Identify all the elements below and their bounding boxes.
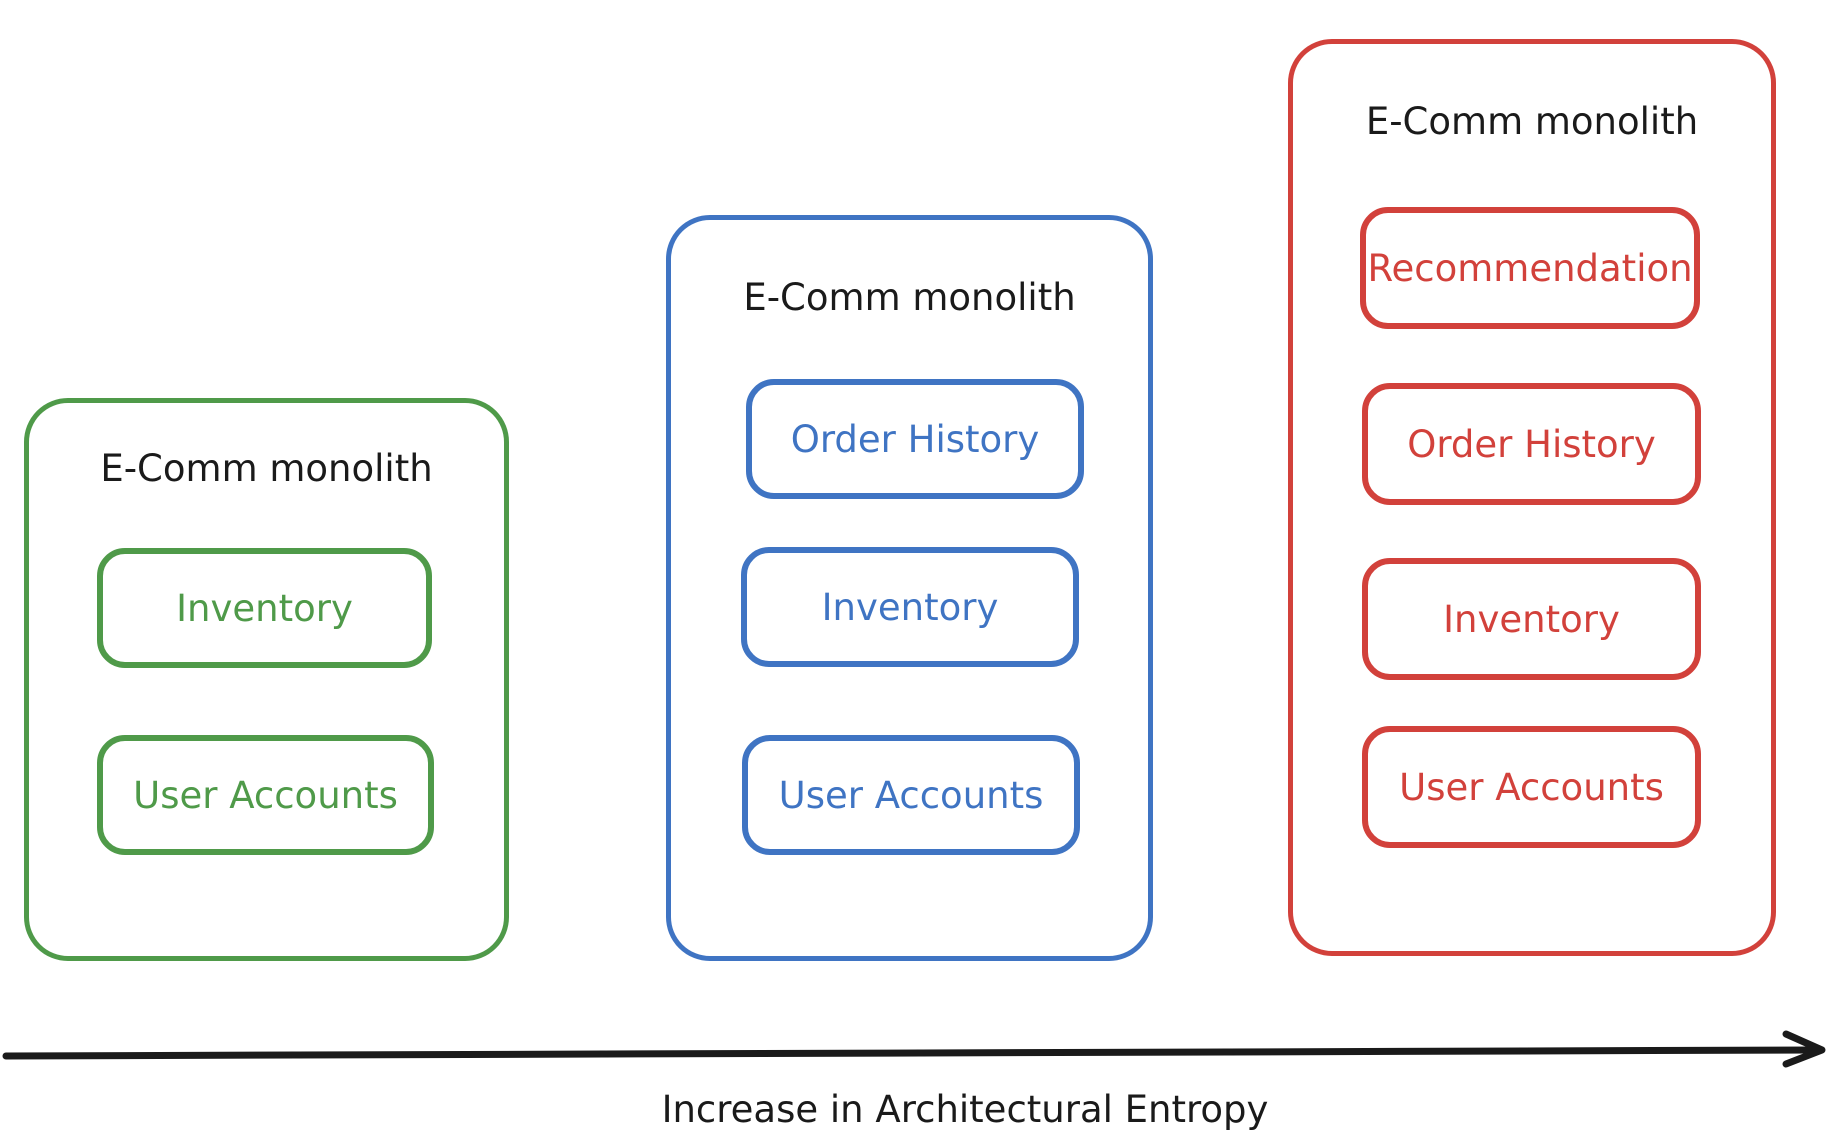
axis-line (2, 1046, 1824, 1060)
monolith-title: E-Comm monolith (743, 276, 1076, 319)
module-user-accounts: User Accounts (97, 735, 434, 855)
module-inventory: Inventory (741, 547, 1079, 667)
module-inventory: Inventory (97, 548, 432, 668)
monolith-box-stage-1: E-Comm monolith Inventory User Accounts (24, 398, 509, 961)
module-recommendation: Recommendation (1360, 207, 1700, 329)
axis-label: Increase in Architectural Entropy (661, 1088, 1269, 1131)
module-user-accounts: User Accounts (1362, 726, 1701, 848)
monolith-title: E-Comm monolith (100, 447, 433, 490)
entropy-axis-arrow (2, 1030, 1826, 1068)
monolith-title: E-Comm monolith (1365, 100, 1699, 143)
monolith-box-stage-2: E-Comm monolith Order History Inventory … (666, 215, 1153, 961)
module-order-history: Order History (746, 379, 1084, 499)
module-inventory: Inventory (1362, 558, 1701, 680)
arrow-head-icon (1782, 1030, 1826, 1068)
module-user-accounts: User Accounts (742, 735, 1080, 855)
monolith-box-stage-3: E-Comm monolith Recommendation Order His… (1288, 39, 1776, 956)
module-order-history: Order History (1362, 383, 1701, 505)
